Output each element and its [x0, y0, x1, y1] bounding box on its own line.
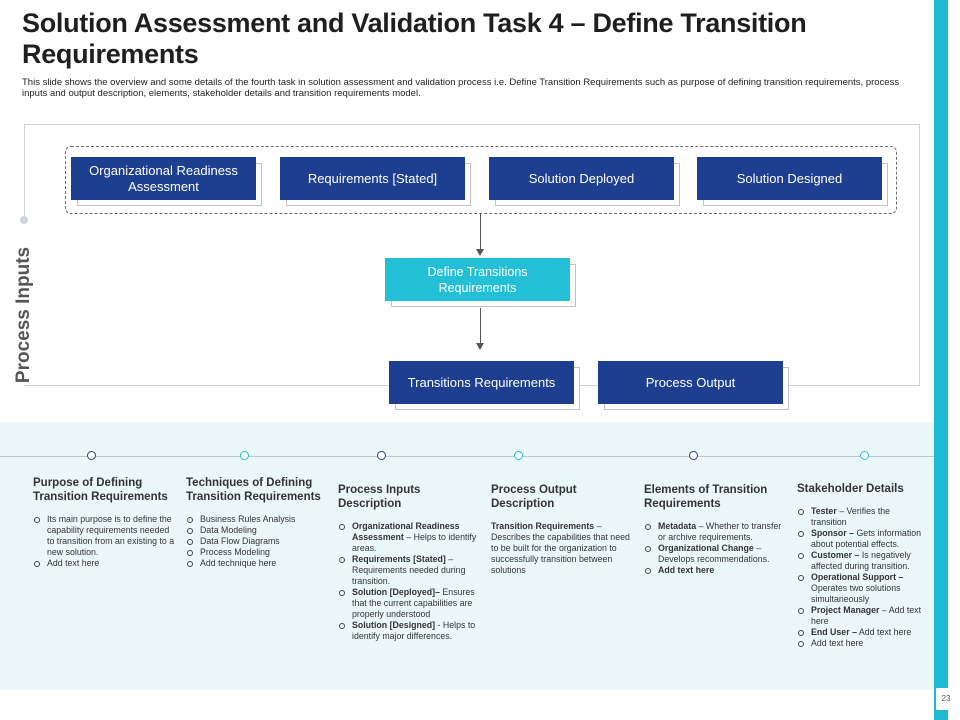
input-box-solution-designed: Solution Designed — [697, 157, 888, 206]
input-box-requirements-stated: Requirements [Stated] — [280, 157, 471, 206]
arrow-inputs-to-task — [480, 214, 481, 250]
column-paragraph: Transition Requirements – Describes the … — [491, 521, 630, 575]
column-list: Its main purpose is to define the capabi… — [33, 514, 175, 569]
column-process-inputs: Process Inputs Description Organizationa… — [338, 483, 480, 642]
list-item: Solution [Designed] - Helps to identify … — [338, 620, 480, 642]
list-item: Requirements [Stated] – Requirements nee… — [338, 554, 480, 587]
input-box-label: Organizational Readiness Assessment — [71, 157, 256, 200]
list-item: Sponsor – Gets information about potenti… — [797, 528, 925, 550]
arrow-task-to-output — [480, 308, 481, 344]
timeline-node-6 — [860, 451, 869, 460]
output-box-process-output: Process Output — [598, 361, 789, 410]
column-stakeholders: Stakeholder Details Tester – Verifies th… — [797, 482, 925, 649]
input-box-label: Requirements [Stated] — [280, 157, 465, 200]
details-band — [0, 422, 934, 690]
timeline-node-1 — [87, 451, 96, 460]
timeline-node-2 — [240, 451, 249, 460]
timeline-node-3 — [377, 451, 386, 460]
output-box-transitions-requirements: Transitions Requirements — [389, 361, 580, 410]
list-item: Customer – Is negatively affected during… — [797, 550, 925, 572]
column-purpose: Purpose of Defining Transition Requireme… — [33, 476, 175, 569]
column-heading: Process Output Description — [491, 484, 577, 510]
task-box: Define Transitions Requirements — [385, 258, 576, 307]
list-item: Add text here — [644, 565, 786, 576]
list-item: End User – Add text here — [797, 627, 925, 638]
timeline-node-5 — [689, 451, 698, 460]
list-item: Add text here — [797, 638, 925, 649]
column-heading: Stakeholder Details — [797, 483, 904, 495]
slide-title: Solution Assessment and Validation Task … — [22, 8, 807, 69]
arrow-head-1 — [476, 249, 484, 256]
column-process-output: Process Output Description Transition Re… — [491, 483, 633, 576]
list-item: Business Rules Analysis — [186, 514, 328, 525]
input-box-label: Solution Deployed — [489, 157, 674, 200]
accent-bar — [934, 0, 948, 720]
list-item: Project Manager – Add text here — [797, 605, 925, 627]
column-heading: Process Inputs Description — [338, 484, 421, 510]
list-item: Add technique here — [186, 558, 328, 569]
timeline-line — [0, 456, 934, 457]
column-heading: Techniques of Defining Transition Requir… — [186, 477, 321, 503]
column-list: Metadata – Whether to transfer or archiv… — [644, 521, 786, 576]
column-list: Tester – Verifies the transition Sponsor… — [797, 506, 925, 649]
task-box-label: Define Transitions Requirements — [385, 258, 570, 301]
column-list: Organizational Readiness Assessment – He… — [338, 521, 480, 642]
column-elements: Elements of Transition Requirements Meta… — [644, 483, 786, 576]
list-item: Metadata – Whether to transfer or archiv… — [644, 521, 786, 543]
input-box-solution-deployed: Solution Deployed — [489, 157, 680, 206]
frame-dot — [20, 216, 28, 224]
timeline-node-4 — [514, 451, 523, 460]
output-box-label: Transitions Requirements — [389, 361, 574, 404]
arrow-head-2 — [476, 343, 484, 350]
output-box-label: Process Output — [598, 361, 783, 404]
column-heading: Purpose of Defining Transition Requireme… — [33, 477, 168, 503]
column-heading: Elements of Transition Requirements — [644, 484, 768, 510]
column-techniques: Techniques of Defining Transition Requir… — [186, 476, 328, 569]
list-item: Data Modeling — [186, 525, 328, 536]
list-item: Data Flow Diagrams — [186, 536, 328, 547]
list-item: Process Modeling — [186, 547, 328, 558]
input-box-label: Solution Designed — [697, 157, 882, 200]
list-item: Its main purpose is to define the capabi… — [33, 514, 175, 558]
list-item: Add text here — [33, 558, 175, 569]
page-number: 23 — [936, 688, 956, 710]
list-item: Operational Support – Operates two solut… — [797, 572, 925, 605]
frame-left-connector — [24, 124, 25, 216]
column-list: Business Rules Analysis Data Modeling Da… — [186, 514, 328, 569]
list-item: Solution [Deployed]– Ensures that the cu… — [338, 587, 480, 620]
process-inputs-label: Process Inputs — [13, 246, 34, 384]
inputs-group — [65, 146, 897, 214]
slide-subtitle: This slide shows the overview and some d… — [22, 77, 900, 99]
list-item: Organizational Change – Develops recomme… — [644, 543, 786, 565]
list-item: Organizational Readiness Assessment – He… — [338, 521, 480, 554]
list-item: Tester – Verifies the transition — [797, 506, 925, 528]
input-box-org-readiness: Organizational Readiness Assessment — [71, 157, 262, 206]
